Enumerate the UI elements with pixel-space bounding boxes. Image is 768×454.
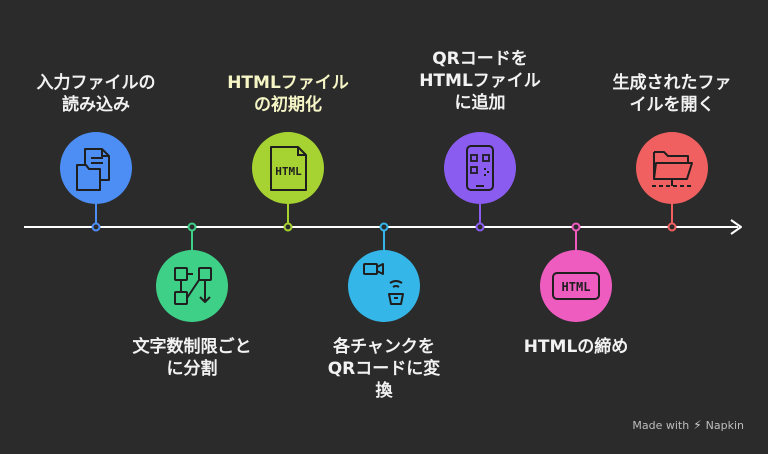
timeline-arrowhead: [730, 219, 742, 235]
step-5-node: [444, 132, 516, 204]
axis-dot-2: [187, 222, 197, 232]
step-7-node: [636, 132, 708, 204]
step-2-circle: [156, 250, 228, 322]
open-folder-icon: [652, 151, 693, 187]
html-tag-icon-text: HTML: [562, 280, 591, 294]
html-tag-icon: HTML: [552, 272, 600, 300]
axis-dot-5: [475, 222, 485, 232]
step-label-6: HTMLの締め: [523, 337, 629, 357]
axis-dot-6: [571, 222, 581, 232]
axis-dot-4: [379, 222, 389, 232]
napkin-watermark: Made with ⚡ Napkin: [632, 418, 744, 432]
step-label-1: 入力ファイルの 読み込み: [36, 73, 156, 115]
watermark-prefix: Made with: [632, 418, 690, 432]
step-6-circle: [540, 250, 612, 322]
napkin-logo-icon: ⚡: [693, 418, 702, 432]
axis-dot-3: [283, 222, 293, 232]
step-4-circle: [348, 250, 420, 322]
step-label-3: HTMLファイル の初期化: [227, 73, 349, 115]
split-flow-icon: [174, 267, 212, 305]
step-label-7: 生成されたファ イルを開く: [612, 73, 732, 115]
convert-scan-icon: [363, 263, 404, 305]
step-label-5: QRコードを HTMLファイル に追加: [419, 49, 541, 113]
step-6-node: HTML: [540, 250, 612, 322]
qr-phone-icon: [466, 145, 494, 191]
step-3-node: HTML: [252, 132, 324, 204]
axis-dot-1: [91, 222, 101, 232]
step-label-4: 各チャンクを QRコードに変 換: [327, 337, 441, 401]
document-stack-icon: [76, 148, 110, 191]
watermark-brand: Napkin: [705, 418, 744, 432]
html-file-icon: HTML: [270, 146, 307, 191]
step-label-2: 文字数制限ごと に分割: [132, 337, 252, 379]
step-7-circle: [636, 132, 708, 204]
step-4-node: [348, 250, 420, 322]
axis-dot-7: [667, 222, 677, 232]
html-file-icon-text: HTML: [275, 165, 302, 178]
step-1-node: [60, 132, 132, 204]
step-2-node: [156, 250, 228, 322]
step-5-circle: [444, 132, 516, 204]
